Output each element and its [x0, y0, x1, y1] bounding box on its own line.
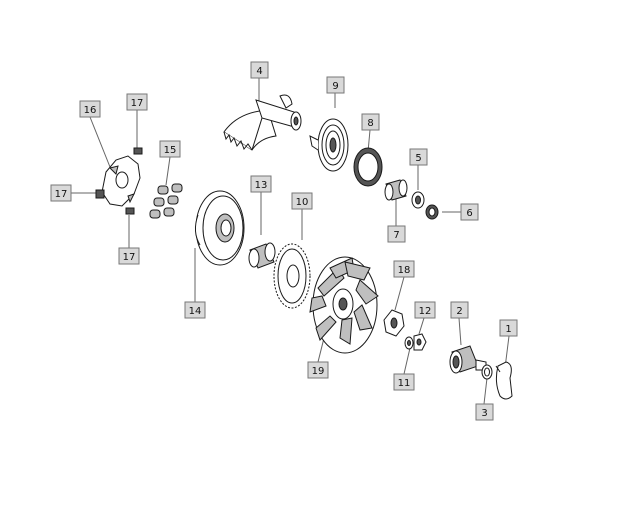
svg-text:4: 4 [256, 66, 262, 77]
svg-text:6: 6 [466, 208, 472, 219]
svg-text:12: 12 [419, 306, 432, 317]
callout-4: 4 [250, 61, 269, 79]
part-bushing [384, 179, 408, 201]
callout-14: 14 [184, 301, 206, 319]
part-pulley [194, 190, 245, 266]
callout-9: 9 [326, 76, 345, 94]
svg-text:18: 18 [398, 265, 411, 276]
callout-13: 13 [250, 175, 272, 193]
svg-text:19: 19 [312, 366, 325, 377]
part-gear-disc [273, 243, 311, 309]
svg-text:1: 1 [505, 324, 511, 335]
callout-8: 8 [361, 113, 380, 131]
svg-text:5: 5 [415, 153, 421, 164]
callout-5: 5 [409, 148, 428, 166]
part-washer-nut [404, 333, 427, 351]
callout-7: 7 [387, 225, 406, 243]
svg-text:10: 10 [296, 197, 309, 208]
svg-text:17: 17 [131, 98, 144, 109]
svg-text:13: 13 [255, 180, 268, 191]
part-ramp-plate [101, 155, 141, 207]
part-small-plate [383, 309, 405, 337]
part-spring [309, 118, 349, 172]
part-washer-small [411, 191, 425, 209]
part-kickstart-shaft [223, 94, 302, 151]
callout-19: 19 [307, 361, 329, 379]
svg-text:16: 16 [84, 105, 97, 116]
svg-text:17: 17 [123, 252, 136, 263]
svg-text:15: 15 [164, 145, 177, 156]
svg-text:7: 7 [393, 230, 399, 241]
callout-6: 6 [460, 203, 479, 221]
svg-text:14: 14 [189, 306, 202, 317]
callout-12: 12 [414, 301, 436, 319]
part-slide-pieces [95, 147, 143, 215]
svg-text:8: 8 [367, 118, 373, 129]
callout-10: 10 [291, 192, 313, 210]
part-plug [449, 345, 487, 374]
svg-text:17: 17 [55, 189, 68, 200]
part-washer-large [353, 147, 383, 187]
svg-text:2: 2 [456, 306, 462, 317]
callout-labels: 1 2 3 4 5 6 7 8 [50, 61, 518, 421]
callout-3: 3 [475, 403, 494, 421]
callout-18: 18 [393, 260, 415, 278]
callout-11: 11 [393, 373, 415, 391]
leader-lines [71, 78, 510, 405]
callout-16: 16 [79, 100, 101, 118]
part-wire-clip [495, 361, 513, 400]
callout-17-top: 17 [126, 93, 148, 111]
part-circlip [425, 204, 439, 220]
part-roller-weights [149, 183, 183, 219]
svg-text:3: 3 [481, 408, 487, 419]
callout-15: 15 [159, 140, 181, 158]
part-fan-impeller [309, 256, 379, 354]
callout-17-left: 17 [50, 184, 72, 202]
part-o-ring [481, 364, 493, 380]
svg-text:9: 9 [332, 81, 338, 92]
callout-1: 1 [499, 319, 518, 337]
callout-17-bottom: 17 [118, 247, 140, 265]
svg-text:11: 11 [398, 378, 411, 389]
callout-2: 2 [450, 301, 469, 319]
part-sleeve [248, 242, 276, 269]
